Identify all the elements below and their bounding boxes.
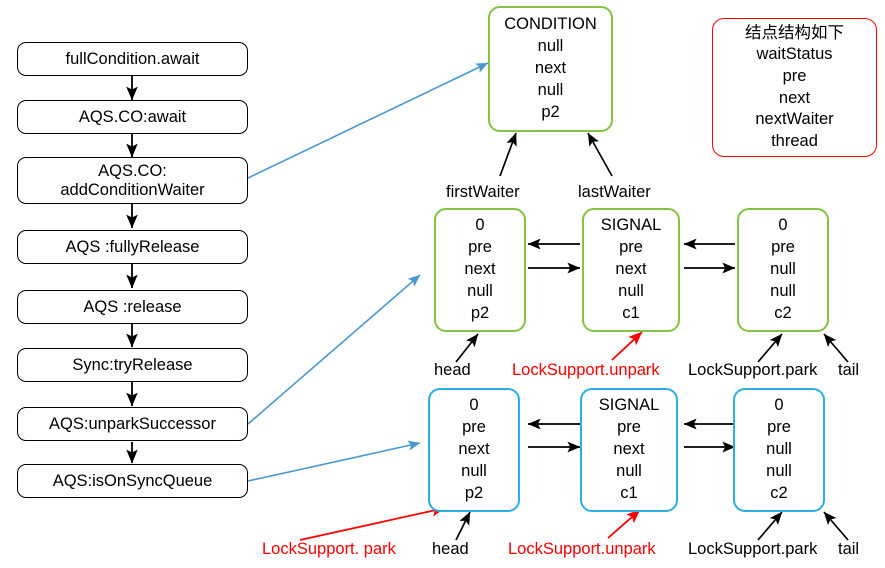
node-nextwaiter: null (616, 461, 642, 480)
condition-node[interactable]: CONDITION null next null p2 (488, 6, 613, 132)
node-nextwaiter: null (467, 281, 493, 300)
flow-step-label: fullCondition.await (65, 49, 200, 68)
flow-step-label-line2: addConditionWaiter (60, 180, 205, 199)
flow-step-label: AQS :fullyRelease (65, 237, 200, 256)
node-thread: p2 (470, 303, 490, 322)
node-pre: pre (619, 238, 643, 257)
node-thread: c1 (622, 303, 640, 322)
label-firstwaiter: firstWaiter (446, 183, 520, 201)
node-structure-legend[interactable]: 结点结构如下 waitStatus pre next nextWaiter th… (712, 18, 877, 157)
arrow-green-tail (823, 333, 849, 363)
legend-next: next (778, 88, 811, 107)
arrow-blue-head (455, 511, 471, 541)
arrow-green-park (757, 333, 783, 363)
green-tail-node[interactable]: 0 pre null null c2 (737, 208, 829, 332)
node-nextwaiter: null (461, 461, 487, 480)
legend-pre: pre (782, 66, 807, 85)
green-head-node[interactable]: 0 pre next null p2 (434, 208, 526, 332)
node-next: null (766, 440, 792, 459)
node-waitstatus: 0 (774, 396, 784, 415)
node-waitstatus: 0 (475, 216, 485, 235)
flow-step-aqs-isonsyncqueue[interactable]: AQS:isOnSyncQueue (17, 464, 248, 498)
waiter-arrows (499, 132, 613, 177)
node-thread: p2 (464, 483, 484, 502)
blue-queue-pointer-arrows (455, 511, 849, 541)
flow-step-label: AQS.CO:await (78, 107, 187, 126)
arrow-lastwaiter (587, 132, 613, 177)
node-next: next (464, 260, 496, 279)
node-waitstatus: 0 (469, 396, 479, 415)
flow-step-label: Sync:tryRelease (72, 355, 193, 374)
condition-pre: null (537, 37, 564, 56)
flow-step-label: AQS :release (83, 297, 182, 316)
legend-thread: thread (771, 132, 818, 151)
green-queue-pointer-arrows (455, 333, 849, 363)
label-green-park: LockSupport.park (688, 361, 818, 379)
label-blue-park-left: LockSupport. park (262, 540, 396, 558)
node-waitstatus: SIGNAL (600, 216, 662, 235)
node-thread: c2 (770, 483, 788, 502)
arrow-blue-park (757, 511, 783, 541)
flow-step-sync-tryrelease[interactable]: Sync:tryRelease (17, 348, 248, 382)
node-nextwaiter: null (766, 461, 792, 480)
flow-step-label: AQS:unparkSuccessor (49, 414, 216, 433)
blue-signal-node[interactable]: SIGNAL pre next null c1 (580, 388, 678, 512)
label-green-unpark: LockSupport.unpark (512, 361, 660, 379)
flow-step-aqs-co-addconditionwaiter[interactable]: AQS.CO: addConditionWaiter (17, 157, 248, 204)
node-waitstatus: 0 (778, 216, 788, 235)
node-pre: pre (771, 238, 795, 257)
condition-waitstatus: CONDITION (504, 15, 597, 34)
node-next: next (613, 440, 645, 459)
legend-title: 结点结构如下 (745, 22, 844, 42)
node-next: null (770, 260, 796, 279)
flow-step-fullcondition-await[interactable]: fullCondition.await (17, 42, 248, 76)
label-lastwaiter: lastWaiter (578, 183, 651, 201)
label-blue-head: head (432, 540, 469, 558)
arrow-unparksuccessor-to-green-queue (247, 274, 421, 425)
flow-step-label: AQS:isOnSyncQueue (52, 471, 213, 490)
green-signal-node[interactable]: SIGNAL pre next null c1 (582, 208, 680, 332)
blue-head-node[interactable]: 0 pre next null p2 (428, 388, 520, 512)
node-pre: pre (462, 418, 486, 437)
arrow-green-unpark (611, 331, 643, 361)
legend-waitstatus: waitStatus (756, 44, 833, 63)
label-green-head: head (434, 361, 471, 379)
flow-step-aqs-unparksuccessor[interactable]: AQS:unparkSuccessor (17, 407, 248, 441)
node-nextwaiter: null (618, 281, 644, 300)
label-blue-tail: tail (838, 540, 860, 558)
node-thread: c1 (620, 483, 638, 502)
label-blue-park: LockSupport.park (688, 540, 818, 558)
node-next: next (615, 260, 647, 279)
node-pre: pre (617, 418, 641, 437)
blue-tail-node[interactable]: 0 pre null null c2 (733, 388, 825, 512)
arrow-blue-unpark (607, 509, 641, 539)
node-thread: c2 (774, 303, 792, 322)
arrow-blue-park-left (299, 505, 446, 541)
condition-next: next (534, 59, 567, 78)
arrow-blue-tail (823, 511, 849, 541)
arrow-firstwaiter (499, 132, 517, 177)
node-next: next (458, 440, 490, 459)
legend-nextwaiter: nextWaiter (755, 110, 834, 129)
label-blue-unpark: LockSupport.unpark (508, 540, 656, 558)
node-nextwaiter: null (770, 281, 796, 300)
flow-step-label-line1: AQS.CO: (98, 162, 167, 181)
node-waitstatus: SIGNAL (598, 396, 660, 415)
flow-step-aqs-fullyrelease[interactable]: AQS :fullyRelease (17, 230, 248, 264)
node-pre: pre (767, 418, 791, 437)
arrow-green-head (455, 333, 479, 363)
condition-nextwaiter: null (537, 80, 564, 99)
node-pre: pre (468, 238, 492, 257)
flow-step-aqs-co-await[interactable]: AQS.CO:await (17, 100, 248, 134)
label-green-tail: tail (838, 361, 860, 379)
arrow-isonsyncqueue-to-blue-queue (247, 440, 421, 482)
flow-step-aqs-release[interactable]: AQS :release (17, 290, 248, 324)
arrow-addconditionwaiter-to-condition (247, 62, 489, 179)
condition-thread: p2 (541, 102, 560, 121)
